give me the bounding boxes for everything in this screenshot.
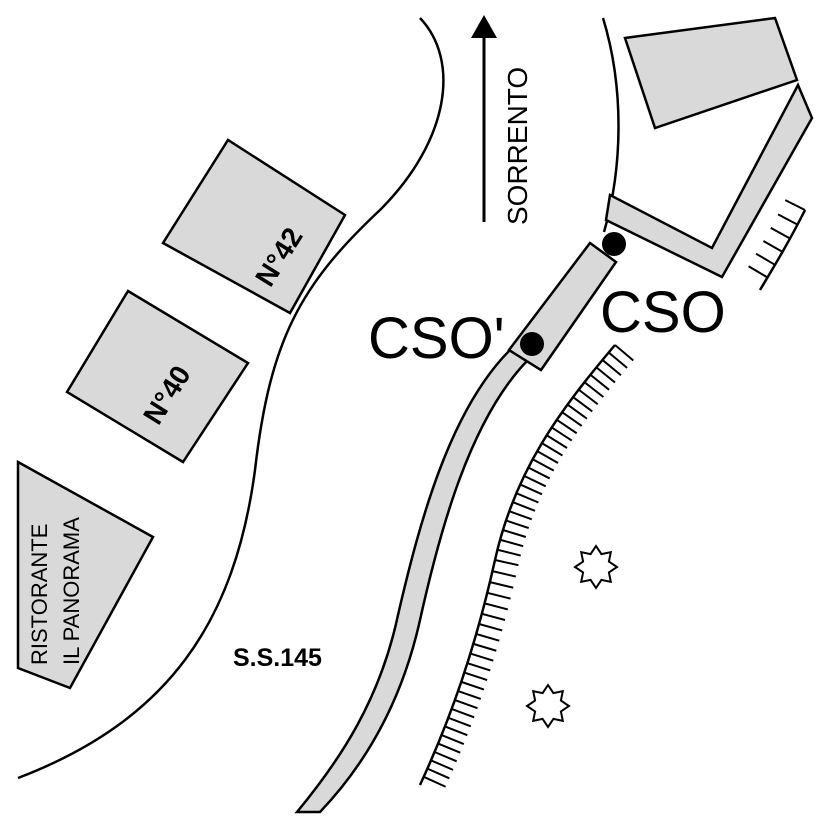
embankment-tick	[601, 359, 622, 377]
road-label: S.S.145	[233, 644, 322, 672]
embankment-tick	[489, 581, 514, 589]
embankment-tick	[434, 751, 458, 763]
embankment-tick	[512, 501, 536, 512]
building-n42: N°42	[161, 138, 347, 315]
embankment-tick	[532, 458, 555, 472]
embankment-tick	[561, 411, 583, 427]
embankment-tick	[499, 538, 524, 548]
embankment-tick	[478, 623, 503, 632]
embankment-tick	[578, 388, 599, 406]
embankment-tick	[470, 652, 494, 662]
embankment-tick	[556, 418, 578, 435]
embankment-tick	[457, 690, 482, 700]
embankment-tick	[527, 466, 551, 480]
embankment-tick	[608, 351, 628, 369]
embankment-tick	[551, 426, 573, 442]
point-a-label: CSO'	[368, 306, 505, 371]
embankment-ur-tick	[777, 213, 798, 226]
embankment-tick	[487, 591, 511, 600]
embankment-ur-tick	[770, 227, 791, 240]
road-edge-left	[17, 17, 445, 780]
restaurant-label-line2: IL PANORAMA	[59, 517, 84, 665]
embankment-hatch-upper-right	[748, 199, 807, 291]
building-n40: N°40	[65, 289, 250, 464]
embankment-tick	[589, 373, 610, 391]
embankment-ur-tick	[748, 265, 769, 279]
embankment-tick	[423, 775, 447, 788]
embankment-tick	[451, 708, 475, 719]
embankment-tick	[541, 442, 563, 457]
embankment-tick	[523, 474, 547, 488]
embankment-hatch	[418, 344, 634, 788]
building-top-right	[623, 16, 799, 130]
tree-icon	[525, 683, 571, 729]
embankment-ur-tick	[762, 240, 783, 253]
embankment-tick	[614, 344, 634, 362]
embankment-tick	[454, 699, 478, 710]
embankment-tick	[515, 492, 539, 504]
embankment-tick	[481, 612, 506, 621]
embankment-tick	[426, 767, 450, 780]
building-ristorante: RISTORANTE IL PANORAMA	[16, 459, 155, 690]
embankment-ur-tick	[755, 252, 776, 266]
point-b-label: CSO	[600, 280, 726, 345]
embankment-tick	[492, 570, 517, 578]
direction-arrow	[471, 15, 497, 222]
embankment-ur-tick	[784, 199, 806, 211]
embankment-tick	[583, 381, 604, 398]
embankment-tick	[467, 662, 491, 672]
embankment-tick	[595, 366, 616, 384]
embankment-tick	[572, 396, 593, 413]
sidewalk-upper-right	[604, 82, 814, 279]
embankment-tick	[430, 759, 454, 771]
embankment-tick	[460, 680, 485, 691]
embankment-tick	[444, 725, 468, 737]
embankment-tick	[566, 403, 588, 420]
embankment-tick	[437, 742, 461, 754]
embankment-tick	[546, 434, 568, 449]
embankment-tick	[508, 510, 533, 521]
embankment-tick	[475, 633, 500, 642]
vegetation	[525, 544, 619, 729]
tree-icon	[573, 544, 619, 590]
embankment-tick	[484, 602, 509, 611]
point-a-marker	[520, 332, 544, 356]
sidewalk-strip	[294, 348, 529, 814]
embankment-tick	[494, 559, 519, 567]
embankment-tick	[497, 548, 521, 557]
point-b-marker	[602, 232, 626, 256]
embankment-tick	[473, 642, 497, 652]
restaurant-label-line1: RISTORANTE	[27, 524, 52, 665]
embankment-tick	[502, 529, 527, 538]
embankment-tick	[505, 519, 530, 530]
embankment-tick	[536, 450, 559, 464]
embankment-tick	[447, 716, 472, 728]
embankment-tick	[441, 734, 465, 745]
direction-label: SORRENTO	[502, 67, 533, 225]
embankment-tick	[519, 483, 543, 496]
embankment-tick	[464, 671, 488, 682]
